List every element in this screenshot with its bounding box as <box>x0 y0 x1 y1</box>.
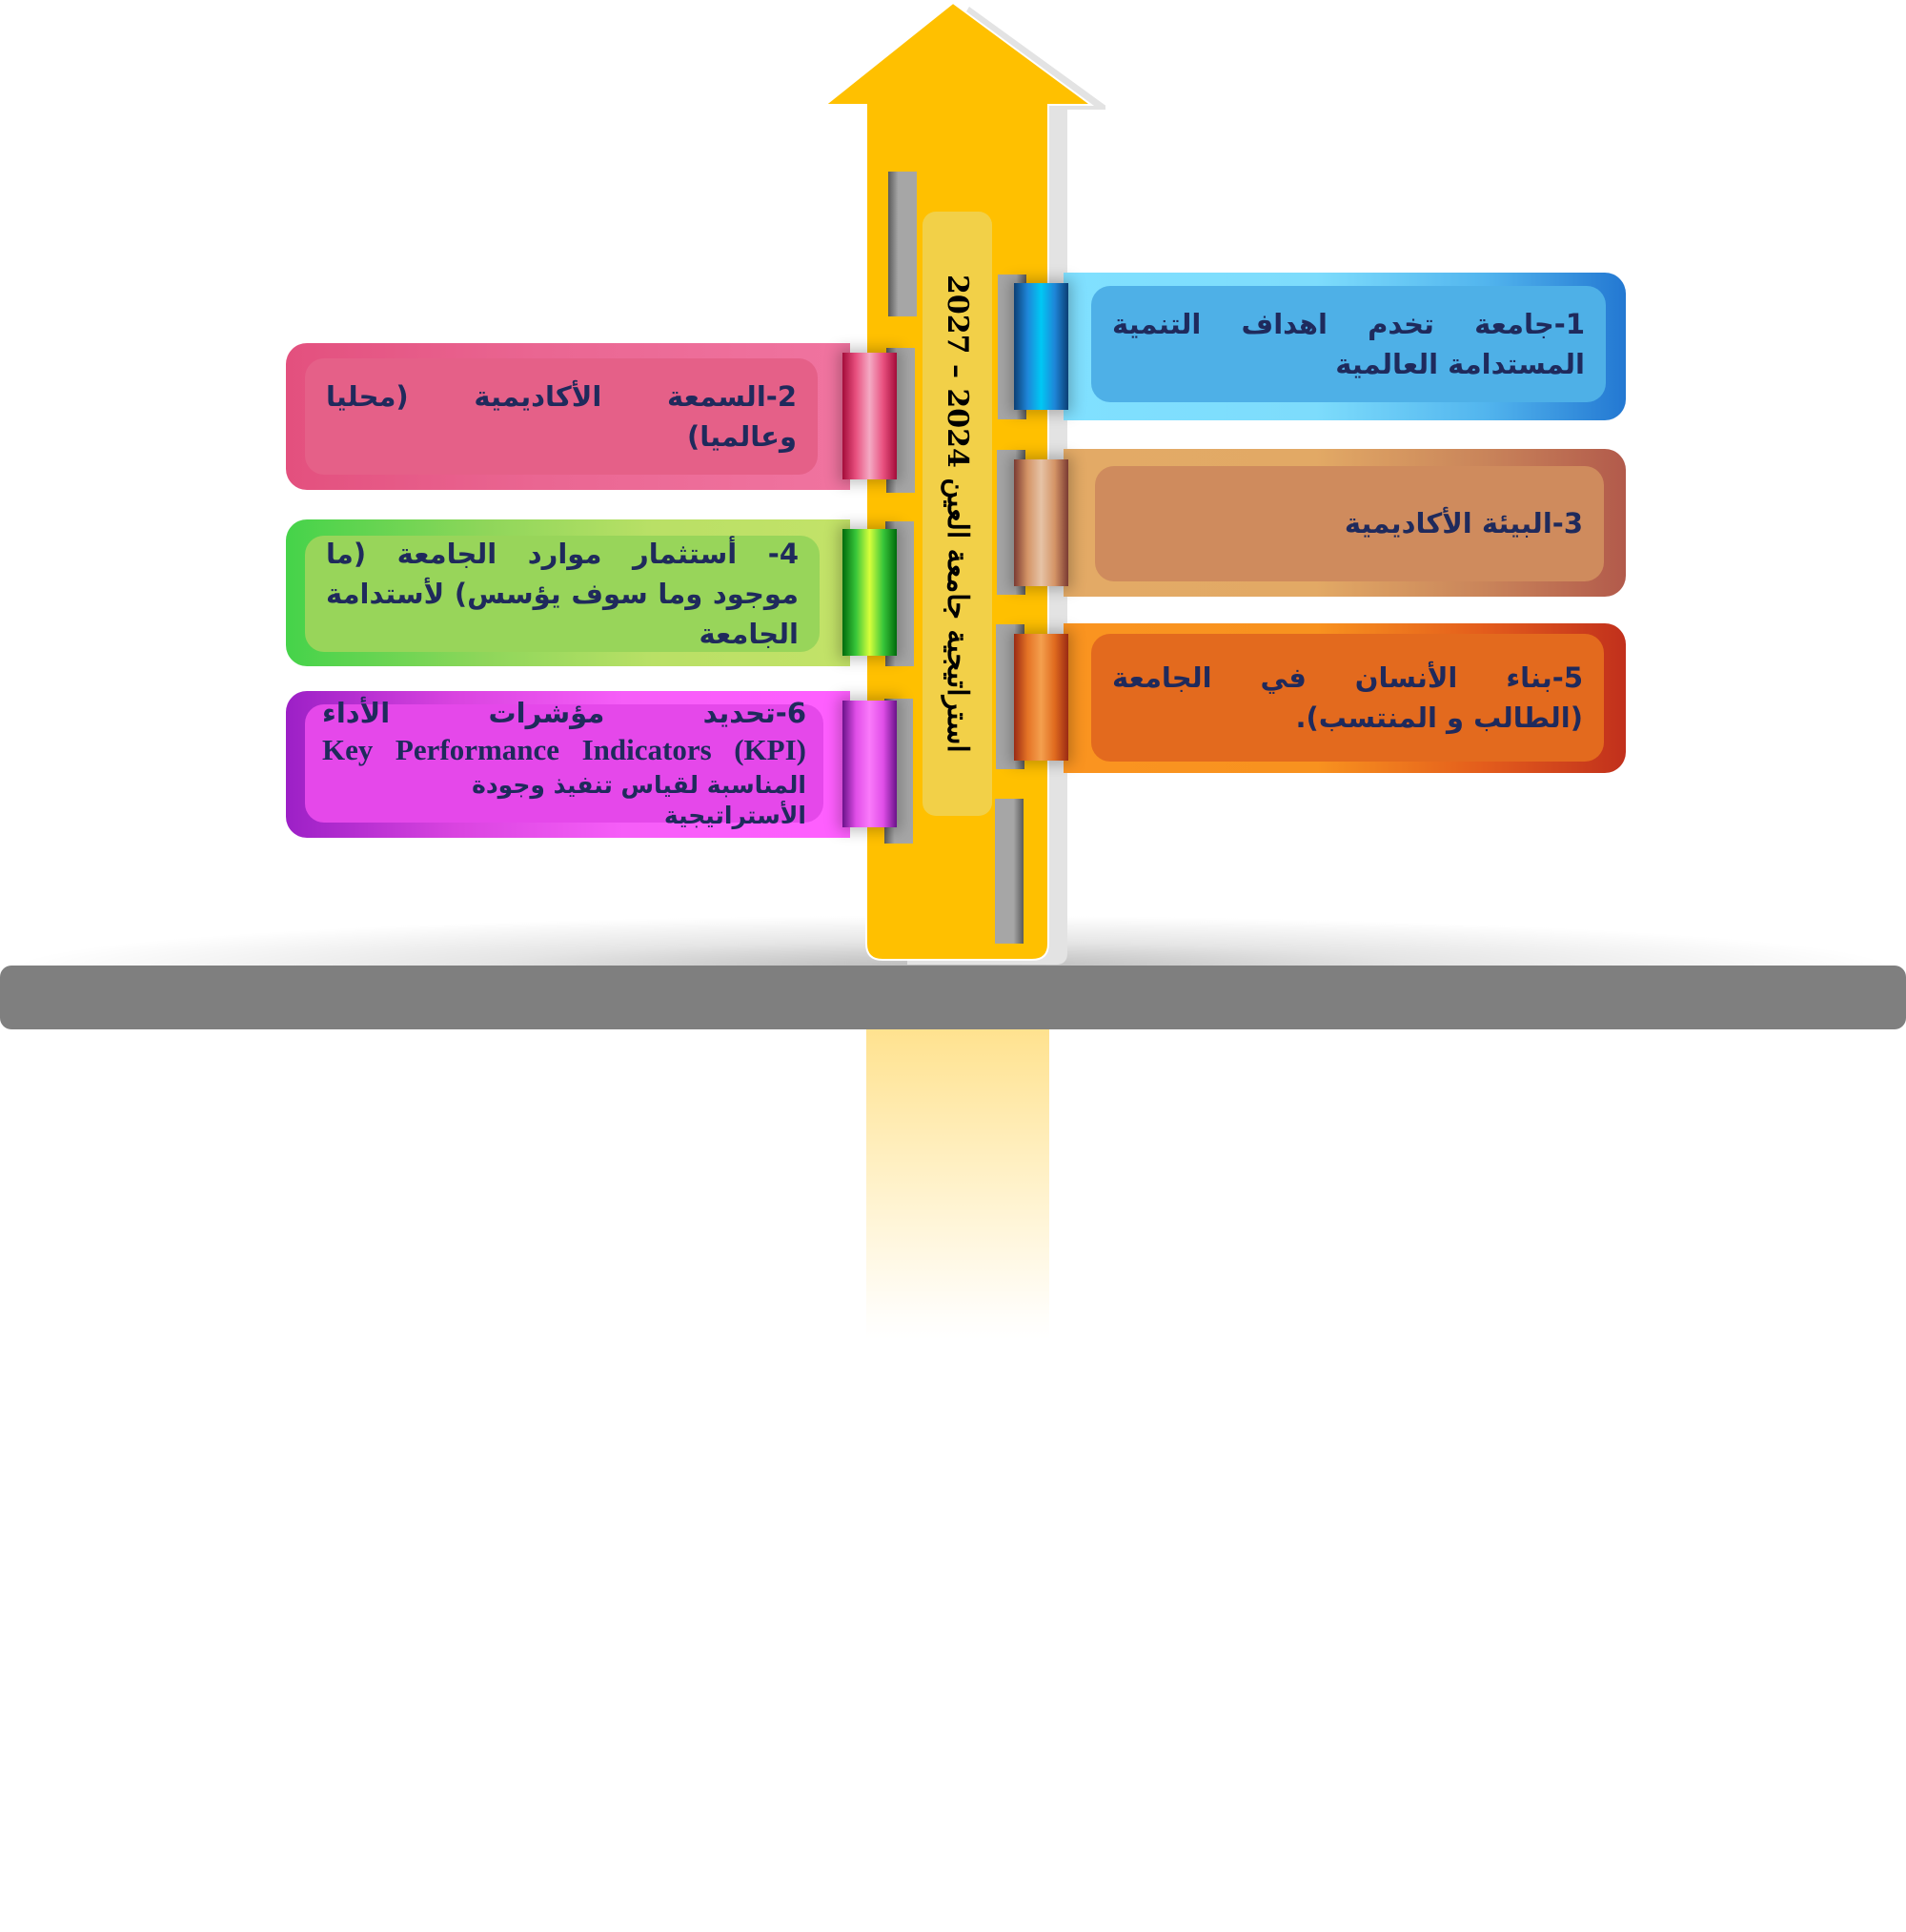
ground-bar <box>0 966 1906 1029</box>
goal-3-card: 3-البيئة الأكاديمية <box>1095 466 1604 581</box>
shaft-notch <box>888 172 917 316</box>
strategy-title-banner: استراتيجية جامعة العين 2024 – 2027 <box>923 212 992 816</box>
goal-2-text: 2-السمعة الأكاديمية (محليا وعالميا) <box>326 379 797 453</box>
goal-5-tab <box>1014 634 1068 761</box>
goal-2-tab <box>842 353 897 479</box>
goal-4-card: 4- أستثمار موارد الجامعة (ما موجود وما س… <box>305 536 820 652</box>
goal-3-text: 3-البيئة الأكاديمية <box>1344 507 1583 540</box>
goal-6-text: 6-تحديد مؤشرات الأداء Key Performance In… <box>322 696 806 832</box>
goal-3-tab <box>1014 459 1068 586</box>
goal-1-card: 1-جامعة تخدم اهداف التنمية المستدامة الع… <box>1091 286 1606 402</box>
goal-4-tab <box>842 529 897 656</box>
goal-1-tab <box>1014 283 1068 410</box>
goal-5-card: 5-بناء الأنسان في الجامعة (الطالب و المن… <box>1091 634 1604 762</box>
goal-5-text: 5-بناء الأنسان في الجامعة (الطالب و المن… <box>1112 661 1583 734</box>
goal-6-kpi-english: Key Performance Indicators (KPI) <box>322 733 806 767</box>
goal-6-tab <box>842 701 897 827</box>
arrow-reflection <box>866 1029 1049 1339</box>
goal-2-card: 2-السمعة الأكاديمية (محليا وعالميا) <box>305 358 818 475</box>
shaft-notch <box>995 799 1024 944</box>
goal-6-line-1: 6-تحديد مؤشرات الأداء <box>322 696 806 729</box>
goal-6-line-3: المناسبة لقياس تنفيذ وجودة الأستراتيجية <box>472 770 806 830</box>
strategy-title: استراتيجية جامعة العين 2024 – 2027 <box>941 275 974 753</box>
goal-6-card: 6-تحديد مؤشرات الأداء Key Performance In… <box>305 697 823 829</box>
goal-4-text: 4- أستثمار موارد الجامعة (ما موجود وما س… <box>326 537 799 651</box>
goal-1-text: 1-جامعة تخدم اهداف التنمية المستدامة الع… <box>1112 307 1585 380</box>
